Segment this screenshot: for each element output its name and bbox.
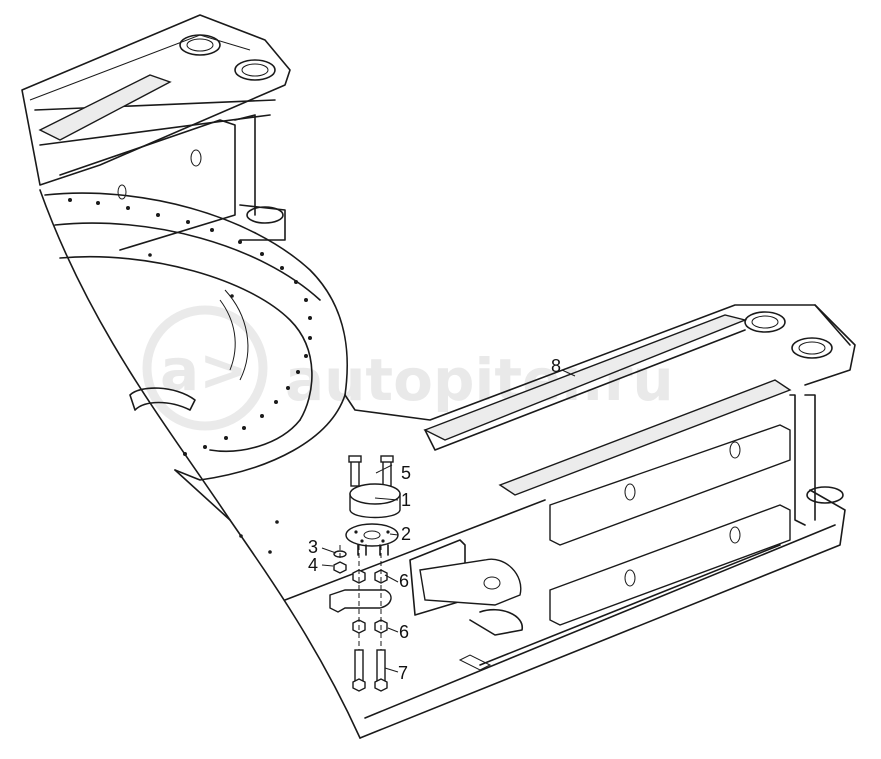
- callout-1: 1: [401, 490, 411, 510]
- long-bolt-right: [376, 649, 386, 683]
- callout-5: 5: [401, 463, 411, 483]
- callout-6-lower: 6: [399, 622, 409, 642]
- callout-labels: 5 1 2 3 4 6 6 7 8: [308, 356, 561, 683]
- short-bolt-right: [382, 459, 392, 487]
- right-beam-assembly: [423, 304, 851, 626]
- callout-7: 7: [398, 663, 408, 683]
- nut-part-4: [333, 561, 347, 574]
- callout-2: 2: [401, 524, 411, 544]
- callout-4: 4: [308, 555, 318, 575]
- callout-8: 8: [551, 356, 561, 376]
- callout-leaders: [321, 369, 576, 673]
- plate-part-2: [345, 523, 399, 547]
- upper-frame-arm: [21, 14, 291, 251]
- bracket-plate: [329, 589, 392, 613]
- mounting-lug: [409, 539, 523, 636]
- watermark-logo-glyph: a>: [160, 336, 248, 404]
- main-frame: [39, 189, 856, 739]
- long-bolt-left: [354, 649, 364, 683]
- callout-3: 3: [308, 537, 318, 557]
- short-bolt-left: [350, 459, 360, 487]
- exploded-fastener-parts: [329, 455, 401, 692]
- slewing-ring: [44, 192, 349, 481]
- callout-6-upper: 6: [399, 571, 409, 591]
